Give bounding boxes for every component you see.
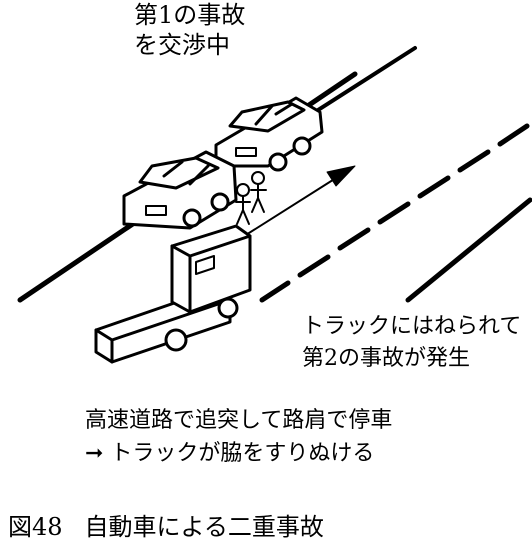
first-accident-label-line1: 第1の事故 <box>134 1 246 29</box>
person-icon <box>235 183 251 225</box>
truck-icon <box>94 224 252 364</box>
first-accident-label-line2: を交渉中 <box>134 31 230 59</box>
figure-title: 自動車による二重事故 <box>84 513 324 541</box>
road-edge-right <box>405 197 532 303</box>
car-front-icon <box>122 150 238 230</box>
person-icon <box>250 171 267 213</box>
figure-number: 図48 <box>8 513 63 541</box>
situation-label-line1: 高速道路で追突して路肩で停車 <box>85 408 393 433</box>
second-accident-label-line2: 第2の事故が発生 <box>302 346 470 371</box>
direction-arrow-icon <box>237 165 356 241</box>
lane-dashed-line <box>259 123 530 303</box>
situation-label-line2: ➞ トラックが脇をすりぬける <box>85 441 375 466</box>
figure-caption: 図48 自動車による二重事故 <box>8 510 324 544</box>
car-rear-icon <box>214 96 324 172</box>
second-accident-label-line1: トラックにはねられて <box>302 314 522 339</box>
